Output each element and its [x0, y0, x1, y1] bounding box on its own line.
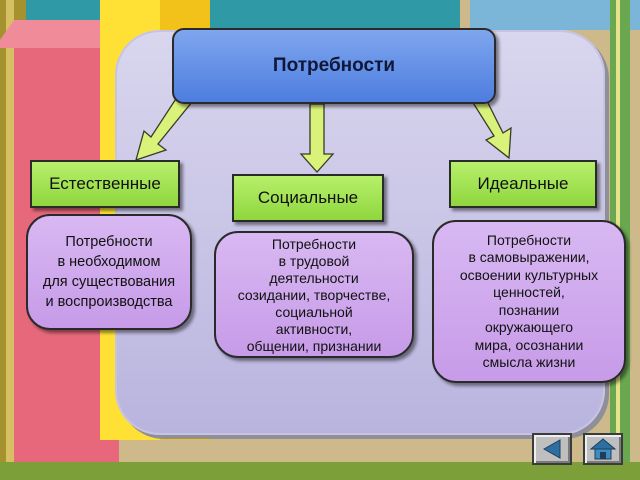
category-social: Социальные	[232, 174, 384, 222]
description-social: Потребности в трудовой деятельности сози…	[214, 231, 414, 358]
category-ideal: Идеальные	[449, 160, 597, 208]
description-ideal: Потребности в самовыражении, освоении ку…	[432, 220, 626, 383]
home-icon	[589, 438, 617, 460]
back-button[interactable]	[532, 433, 572, 465]
description-natural-text: Потребности в необходимом для существова…	[42, 234, 176, 310]
description-natural: Потребности в необходимом для существова…	[26, 214, 192, 330]
category-social-label: Социальные	[257, 188, 359, 207]
bg-bottom-band	[0, 462, 640, 480]
category-natural-label: Естественные	[49, 174, 161, 193]
back-triangle-icon	[542, 439, 561, 459]
description-social-text: Потребности в трудовой деятельности сози…	[237, 236, 391, 354]
category-natural: Естественные	[30, 160, 180, 208]
arrow-to-social	[299, 103, 335, 173]
home-button[interactable]	[583, 433, 623, 465]
root-node-needs: Потребности	[172, 28, 496, 104]
category-ideal-label: Идеальные	[477, 174, 569, 193]
root-label: Потребности	[272, 55, 396, 76]
description-ideal-text: Потребности в самовыражении, освоении ку…	[459, 231, 599, 371]
arrow-to-natural	[135, 87, 197, 162]
